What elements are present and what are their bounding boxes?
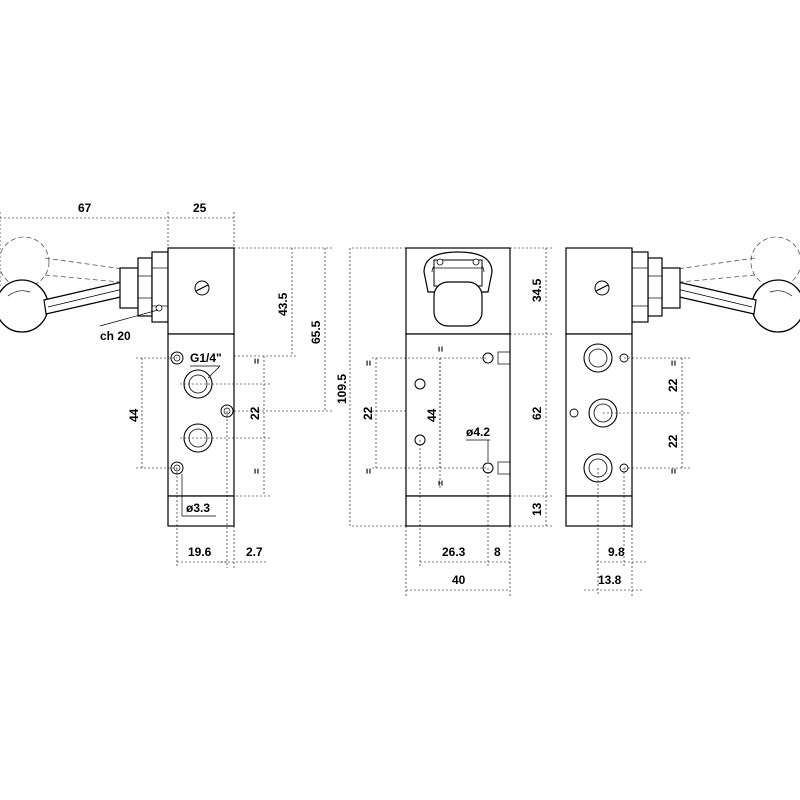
left-side-port [220,404,234,418]
label-g1-4: G1/4" [190,351,222,365]
eq-mark-r1: = [669,360,680,366]
eq-mark-r2: = [669,468,680,474]
label-d4-2: ø4.2 [466,425,490,439]
label-26-3: 26.3 [442,545,466,559]
label-44-left: 44 [127,408,141,422]
left-handle-ball [0,279,49,333]
eq-mark-l1: = [252,358,263,364]
label-67: 67 [78,201,92,215]
label-43-5: 43.5 [276,292,290,316]
label-22-right-b: 22 [666,434,680,448]
center-base-block [405,495,511,527]
left-ghost-handle [0,236,131,288]
center-dimension-lines [349,247,552,596]
right-small-hole-3 [569,408,579,418]
eq-mark-c2: = [364,468,375,474]
label-2-7: 2.7 [246,545,263,559]
label-109-5: 109.5 [335,374,349,404]
label-d3-3: ø3.3 [186,501,210,515]
right-hex-nut [631,251,681,323]
label-19-6: 19.6 [188,545,212,559]
left-dimension-lines [0,212,332,568]
label-22-right-a: 22 [666,378,680,392]
center-knob [423,251,493,327]
left-hex-nut [119,251,169,323]
center-hole-1 [482,352,494,364]
eq-mark-c3: = [436,346,447,352]
eq-mark-c1: = [364,360,375,366]
label-34-5: 34.5 [530,278,544,302]
label-25: 25 [193,201,207,215]
right-dimension-lines [584,357,690,596]
right-port-1 [583,343,613,373]
label-22-center: 22 [361,406,375,420]
left-handle-lever [43,281,126,315]
center-view: 109.5 22 44 ø4.2 34.5 62 13 26.3 8 40 = … [335,247,552,596]
label-62: 62 [530,406,544,420]
eq-mark-c4: = [436,480,447,486]
label-40: 40 [452,573,466,587]
eq-mark-l2: = [252,468,263,474]
center-hole-3 [414,378,426,390]
left-view: 67 25 43.5 65.5 ch 20 G1/4" 44 22 ø3.3 1… [0,201,332,568]
left-screw [194,280,210,296]
left-base-block [167,495,235,527]
right-screw [594,280,610,296]
label-65-5: 65.5 [309,320,323,344]
right-handle-ball [751,279,800,333]
label-8: 8 [494,545,501,559]
right-base-block [565,495,633,527]
label-13: 13 [530,502,544,516]
label-13-8: 13.8 [598,573,622,587]
label-22-left: 22 [248,406,262,420]
left-head-block [167,247,235,335]
right-view: 22 22 9.8 13.8 = = [565,236,800,596]
right-ghost-handle [669,236,800,288]
label-9-8: 9.8 [608,545,625,559]
label-ch20: ch 20 [100,329,131,343]
right-handle-lever [674,281,757,315]
label-44-center: 44 [425,408,439,422]
